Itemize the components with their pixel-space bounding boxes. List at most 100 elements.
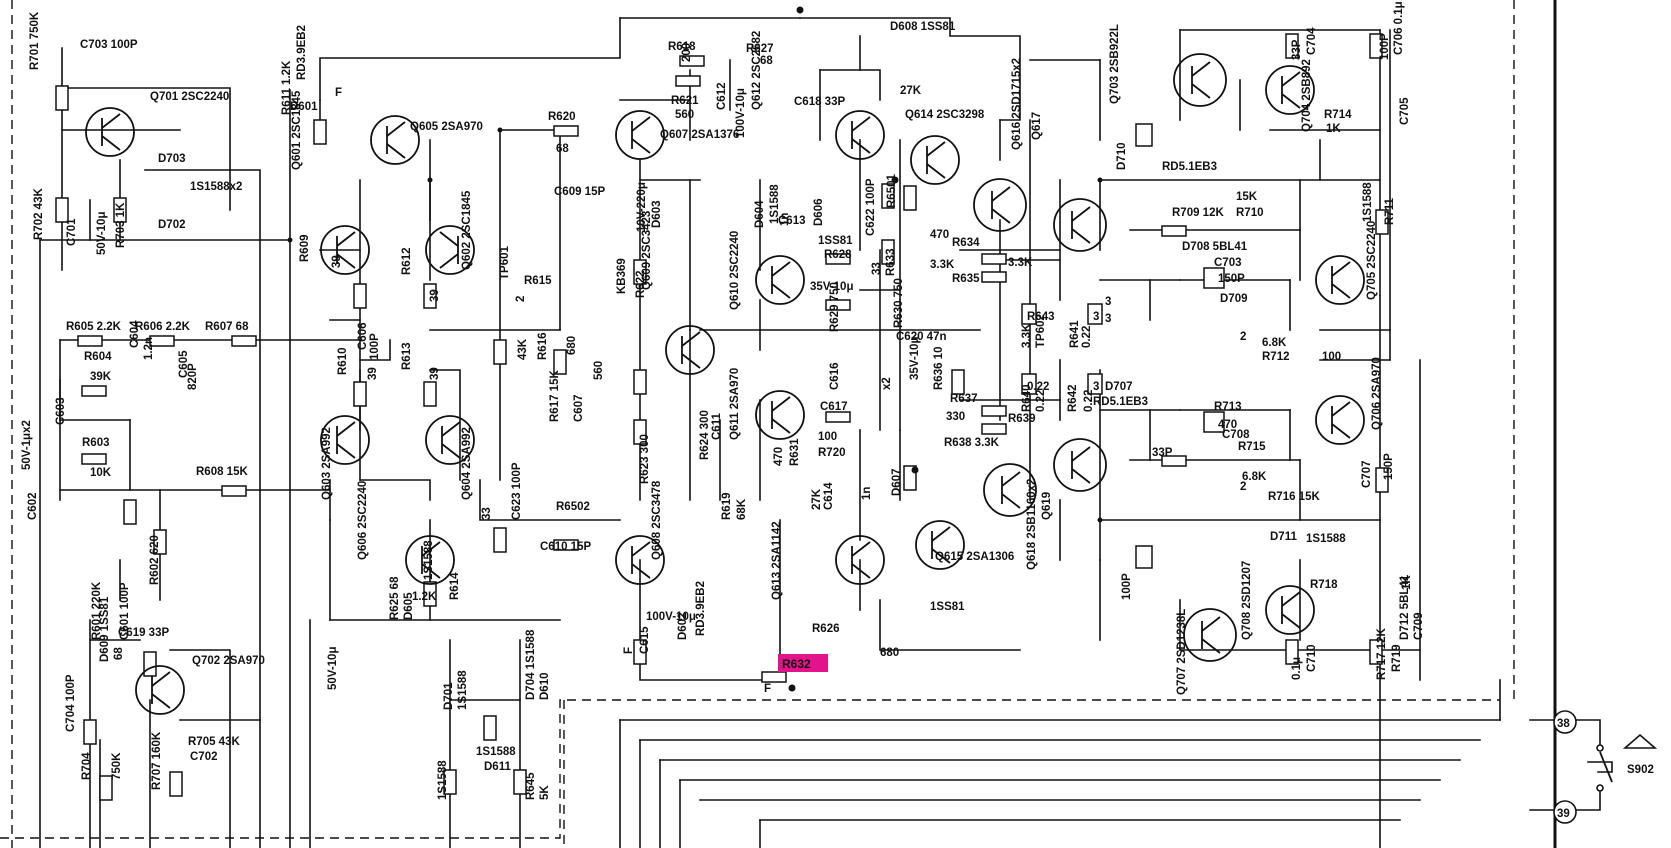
transistor-label: Q603 2SA992 <box>321 427 333 500</box>
component-label: C611 <box>711 413 723 440</box>
component-label: RD5.1EB3 <box>1162 161 1217 173</box>
component-label: C622 100P <box>865 178 877 236</box>
component-label: C618 33P <box>794 96 845 108</box>
component-label: C709 <box>1413 613 1425 641</box>
component-label: 39 <box>429 367 441 380</box>
component-label: 1K <box>1326 123 1341 135</box>
component-label: 2 <box>1240 331 1246 343</box>
svg-text:39: 39 <box>1557 808 1570 820</box>
transistor-label: Q605 2SA970 <box>410 121 483 133</box>
component-label: 33 <box>871 262 883 275</box>
component-label: 470 <box>773 447 785 466</box>
resistors <box>55 33 1389 801</box>
transistor-label: Q705 2SC2240 <box>1366 221 1378 300</box>
highlight-r632[interactable]: R632 <box>778 654 828 672</box>
transistor-label: Q601 2SC1845 <box>291 90 303 170</box>
component-label: 2 <box>515 296 527 302</box>
component-label: R642 <box>1067 385 1079 413</box>
component-label: 1K <box>1401 575 1413 590</box>
transistor-label: Q618 2SB1160x2 <box>1026 479 1038 570</box>
transistor-label: Q612 2SC2682 <box>751 31 763 110</box>
component-label: R705 43K <box>188 736 240 748</box>
component-label: R702 43K <box>33 188 45 240</box>
component-label: C704 <box>1306 27 1318 55</box>
transistor-label: Q617 <box>1031 112 1043 140</box>
component-label: R713 <box>1214 401 1242 413</box>
component-label: R629 750 <box>829 282 841 332</box>
component-label: 0.22 <box>1035 390 1047 412</box>
component-label: D703 <box>158 153 186 165</box>
component-label: 39K <box>90 371 112 383</box>
component-label: R645 <box>525 772 537 800</box>
component-label: 0.22 <box>1081 326 1093 348</box>
component-label: R715 <box>1238 441 1266 453</box>
transistor-label: Q606 2SC2240 <box>357 481 369 560</box>
component-label: 750K <box>111 752 123 780</box>
component-label: 1S1588 <box>457 670 469 710</box>
component-label: F <box>623 647 635 654</box>
component-label: 1S1588 <box>476 746 516 758</box>
component-label: C708 <box>1222 429 1250 441</box>
component-label: R628 <box>824 249 852 261</box>
component-label: R627 <box>746 43 774 55</box>
component-label: C609 15P <box>554 186 605 198</box>
component-label: R620 <box>548 111 576 123</box>
component-label: RD3.9EB2 <box>296 25 308 80</box>
component-label: 1.2n <box>143 337 155 360</box>
component-label: 100P <box>1379 33 1391 60</box>
component-label: C607 <box>573 395 585 423</box>
component-label: C705 <box>1399 97 1411 125</box>
transistor-label: Q610 2SC2240 <box>729 231 741 310</box>
svg-text:38: 38 <box>1557 718 1570 730</box>
component-label: C604 <box>129 320 141 348</box>
component-label: R612 <box>401 248 413 276</box>
component-label: D611 <box>484 761 511 773</box>
component-label: C605 <box>178 350 190 378</box>
component-label: 3 <box>1093 311 1099 323</box>
component-label: D607 <box>891 469 903 497</box>
component-label: 68 <box>556 143 569 155</box>
component-label: 470 <box>930 229 949 241</box>
component-label: D603 <box>651 201 663 229</box>
component-label: D609 1SS81 <box>99 596 111 662</box>
component-label: F <box>764 683 771 695</box>
component-label: 39 <box>331 255 343 268</box>
component-label: C701 <box>66 218 78 246</box>
svg-text:S902: S902 <box>1627 764 1654 776</box>
component-label: R633 <box>885 249 897 277</box>
component-label: 820P <box>187 363 199 390</box>
component-label: 1S1588x2 <box>190 181 242 193</box>
transistor-label: Q701 2SC2240 <box>150 91 229 103</box>
component-label: D709 <box>1220 293 1248 305</box>
component-label: 10V-220μ <box>636 182 648 232</box>
component-label: D704 1S1588 <box>525 629 537 700</box>
transistor-label: Q604 2SA992 <box>461 427 473 500</box>
component-label: D711 <box>1270 531 1297 543</box>
component-label: 43K <box>517 338 529 360</box>
component-label: 3.3K <box>930 259 955 271</box>
transistor-label: Q607 2SA1376 <box>660 129 739 141</box>
component-label: 33P <box>1152 447 1173 459</box>
component-label: C613 <box>778 215 806 227</box>
component-label: 2 <box>1240 481 1246 493</box>
component-label: 39 <box>367 367 379 380</box>
component-label: R619 <box>721 493 733 521</box>
component-label: R606 2.2K <box>135 321 191 333</box>
connector-39: 39 <box>1553 800 1577 824</box>
component-label: R717 12K <box>1376 628 1388 680</box>
transistor-label: Q702 2SA970 <box>192 655 265 667</box>
component-label: D610 <box>539 673 551 701</box>
component-label: R610 <box>337 348 349 376</box>
component-label: 100V-10μ <box>646 611 696 623</box>
component-label: R701 750K <box>29 11 41 70</box>
connector-38: 38 <box>1553 710 1577 734</box>
component-label: 50V-1μx2 <box>21 420 33 470</box>
transistors <box>85 53 1365 715</box>
component-label: 330 <box>946 411 965 423</box>
transistor-label: Q706 2SA970 <box>1371 357 1383 430</box>
component-label: C702 <box>190 751 218 763</box>
component-label: 15K <box>1236 191 1258 203</box>
